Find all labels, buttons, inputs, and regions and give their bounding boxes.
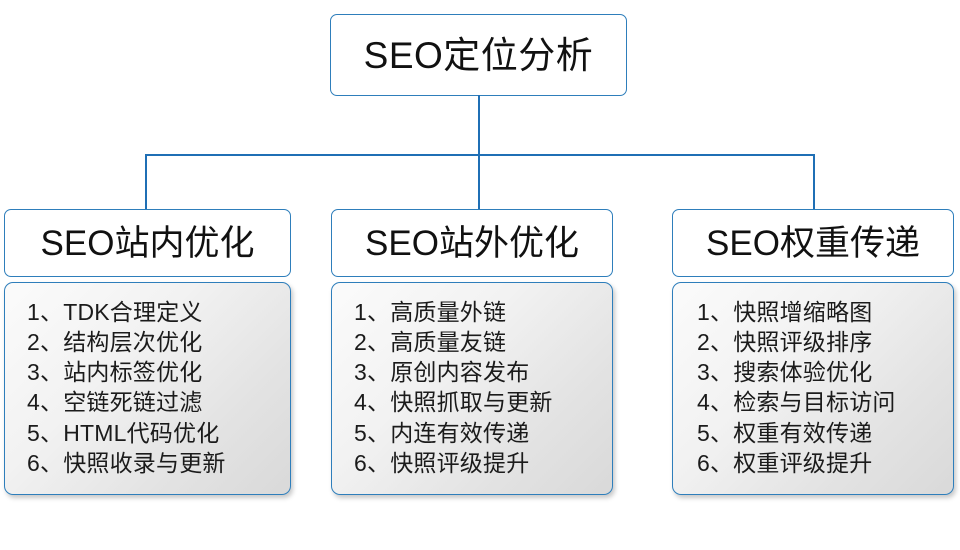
- branch-title-label: SEO站内优化: [40, 223, 255, 263]
- root-node[interactable]: SEO定位分析: [330, 14, 627, 96]
- list-item: 1、TDK合理定义: [27, 299, 203, 325]
- connector-trunk-horizontal: [145, 154, 815, 156]
- list-item: 3、原创内容发布: [354, 359, 530, 386]
- list-item: 1、高质量外链: [354, 299, 507, 325]
- branch-column-seo-onsite: SEO站内优化 1、TDK合理定义 2、结构层次优化 3、站内标签优化 4、空链…: [4, 209, 291, 495]
- root-node-label: SEO定位分析: [363, 34, 594, 76]
- list-item: 5、HTML代码优化: [27, 419, 220, 446]
- branch-column-seo-offsite: SEO站外优化 1、高质量外链 2、高质量友链 3、原创内容发布 4、快照抓取与…: [331, 209, 613, 495]
- connector-branch-drop-right: [813, 154, 815, 210]
- branch-body-seo-weight-transfer: 1、快照增缩略图 2、快照评级排序 3、搜索体验优化 4、检索与目标访问 5、权…: [672, 282, 954, 495]
- branch-title-label: SEO权重传递: [706, 223, 920, 263]
- list-item: 2、高质量友链: [354, 329, 507, 356]
- list-item: 5、内连有效传递: [354, 419, 530, 446]
- list-item: 1、快照增缩略图: [697, 299, 873, 325]
- branch-body-seo-onsite: 1、TDK合理定义 2、结构层次优化 3、站内标签优化 4、空链死链过滤 5、H…: [4, 282, 291, 495]
- branch-column-seo-weight-transfer: SEO权重传递 1、快照增缩略图 2、快照评级排序 3、搜索体验优化 4、检索与…: [672, 209, 954, 495]
- connector-branch-drop-middle: [478, 154, 480, 210]
- branch-body-seo-offsite: 1、高质量外链 2、高质量友链 3、原创内容发布 4、快照抓取与更新 5、内连有…: [331, 282, 613, 495]
- list-item: 2、结构层次优化: [27, 329, 203, 356]
- branch-header-seo-offsite[interactable]: SEO站外优化: [331, 209, 613, 277]
- list-item: 2、快照评级排序: [697, 329, 873, 356]
- branch-list: 1、快照增缩略图 2、快照评级排序 3、搜索体验优化 4、检索与目标访问 5、权…: [673, 297, 953, 478]
- connector-trunk-vertical: [478, 95, 480, 155]
- connector-branch-drop-left: [145, 154, 147, 210]
- branch-title-label: SEO站外优化: [365, 223, 579, 263]
- list-item: 4、快照抓取与更新: [354, 389, 553, 416]
- list-item: 3、站内标签优化: [27, 359, 203, 386]
- branch-header-seo-weight-transfer[interactable]: SEO权重传递: [672, 209, 954, 277]
- list-item: 5、权重有效传递: [697, 419, 873, 446]
- branch-list: 1、TDK合理定义 2、结构层次优化 3、站内标签优化 4、空链死链过滤 5、H…: [5, 297, 290, 478]
- list-item: 6、快照评级提升: [354, 449, 530, 476]
- list-item: 6、权重评级提升: [697, 449, 873, 476]
- branch-header-seo-onsite[interactable]: SEO站内优化: [4, 209, 291, 277]
- list-item: 4、检索与目标访问: [697, 389, 896, 416]
- list-item: 6、快照收录与更新: [27, 449, 226, 476]
- branch-list: 1、高质量外链 2、高质量友链 3、原创内容发布 4、快照抓取与更新 5、内连有…: [332, 297, 612, 478]
- list-item: 4、空链死链过滤: [27, 389, 203, 416]
- list-item: 3、搜索体验优化: [697, 359, 873, 386]
